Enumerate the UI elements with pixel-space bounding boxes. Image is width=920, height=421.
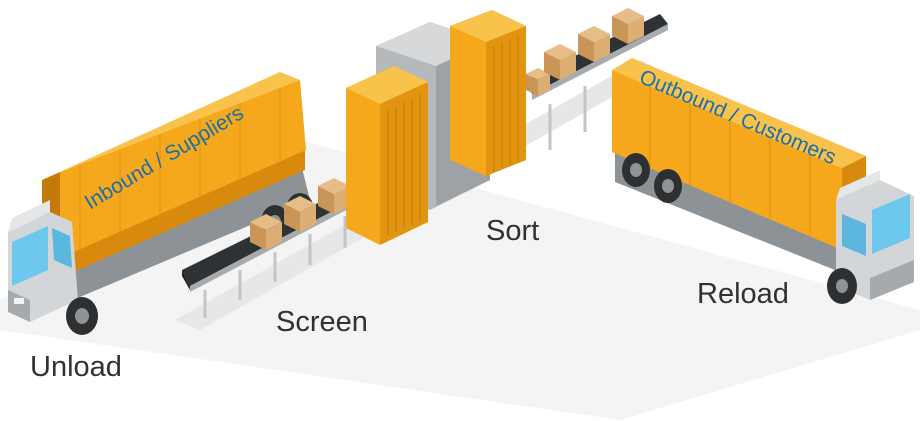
outbound-container [612,70,842,250]
inbound-truck: Inbound / Suppliers [8,72,314,335]
wheel [654,169,682,203]
package-box [578,26,610,62]
step-label-sort: Sort [486,215,540,247]
wheel [622,153,650,187]
screening-machine [346,10,526,245]
package-box [284,196,316,232]
step-label-screen: Screen [276,306,368,338]
step-label-unload: Unload [30,351,122,383]
inbound-container [60,80,306,258]
wheel [66,297,98,335]
package-box [544,44,576,80]
wheel [827,268,857,304]
truck-cab [836,170,914,300]
package-box [250,214,282,250]
truck-cab [8,200,78,322]
package-box [612,8,644,44]
step-label-reload: Reload [697,278,789,310]
